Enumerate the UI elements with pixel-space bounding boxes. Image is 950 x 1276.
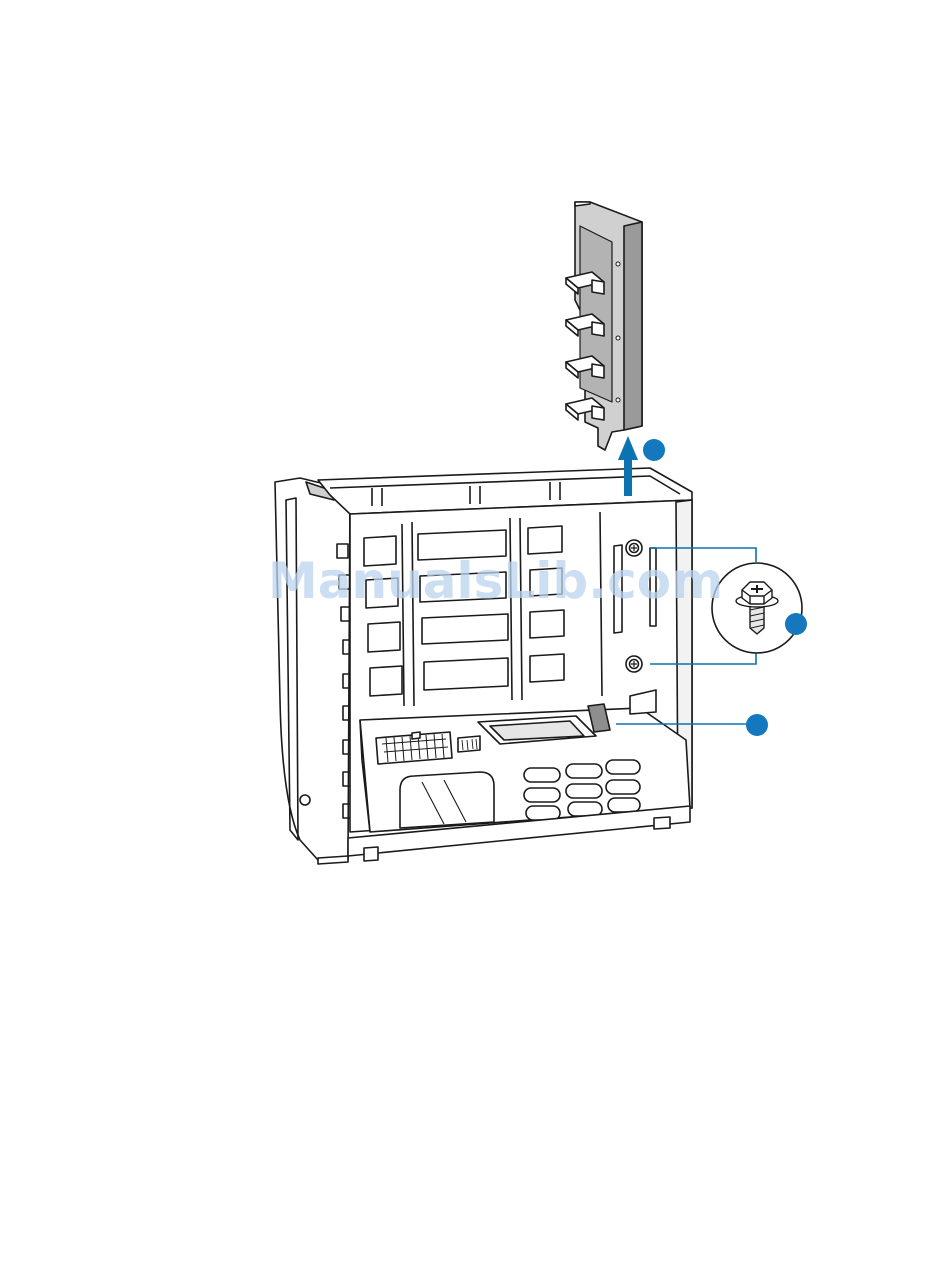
callout-dot-a [643, 439, 665, 461]
lower-vents [524, 760, 640, 820]
screw-detail-inset [712, 563, 802, 653]
psu-opening [400, 772, 494, 828]
small-connector [458, 736, 480, 752]
chassis [275, 468, 692, 864]
power-connector [376, 732, 452, 764]
watermark-text: ManualsLib.com [268, 552, 723, 610]
callout-dot-c [746, 714, 768, 736]
chassis-screw-bottom [626, 656, 642, 672]
callout-dot-b [785, 613, 807, 635]
riser-card [566, 202, 642, 450]
